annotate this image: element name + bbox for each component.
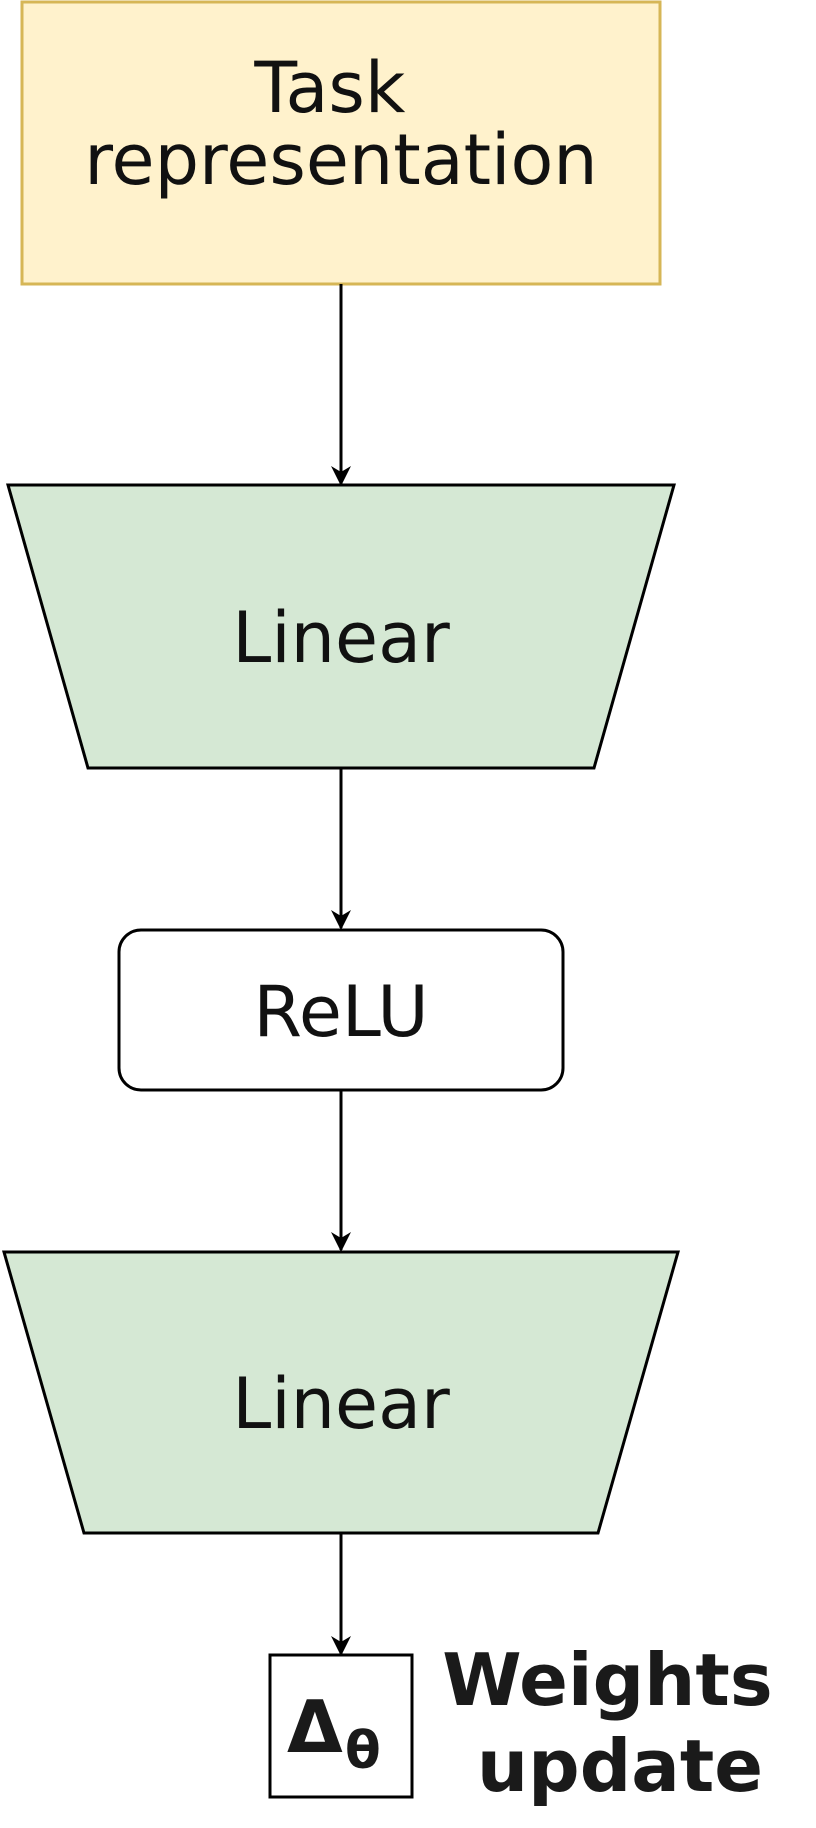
linear-2-trapezoid bbox=[2, 1250, 680, 1535]
delta-theta-node: Δ θ bbox=[268, 1653, 414, 1799]
linear-2-label: Linear bbox=[232, 1363, 450, 1445]
linear-2-node: Linear bbox=[2, 1250, 680, 1535]
task-representation-line-2: representation bbox=[84, 119, 597, 201]
weights-update-line-1: Weights bbox=[442, 1638, 772, 1722]
task-representation-line-1: Task bbox=[253, 47, 406, 129]
relu-node: ReLU bbox=[117, 928, 565, 1092]
linear-1-label: Linear bbox=[232, 597, 450, 679]
theta-subscript: θ bbox=[345, 1721, 381, 1781]
task-representation-box bbox=[20, 0, 662, 286]
linear-1-trapezoid bbox=[6, 483, 676, 770]
delta-symbol: Δ bbox=[287, 1685, 343, 1769]
task-representation-node: Task representation bbox=[20, 0, 662, 286]
linear-1-node: Linear bbox=[6, 483, 676, 770]
task-representation-label: Task representation bbox=[84, 47, 597, 201]
relu-label: ReLU bbox=[253, 971, 428, 1053]
weights-update-line-2: update bbox=[477, 1724, 763, 1808]
delta-theta-box bbox=[268, 1653, 414, 1799]
weights-update-label: Weights update bbox=[442, 1638, 798, 1808]
